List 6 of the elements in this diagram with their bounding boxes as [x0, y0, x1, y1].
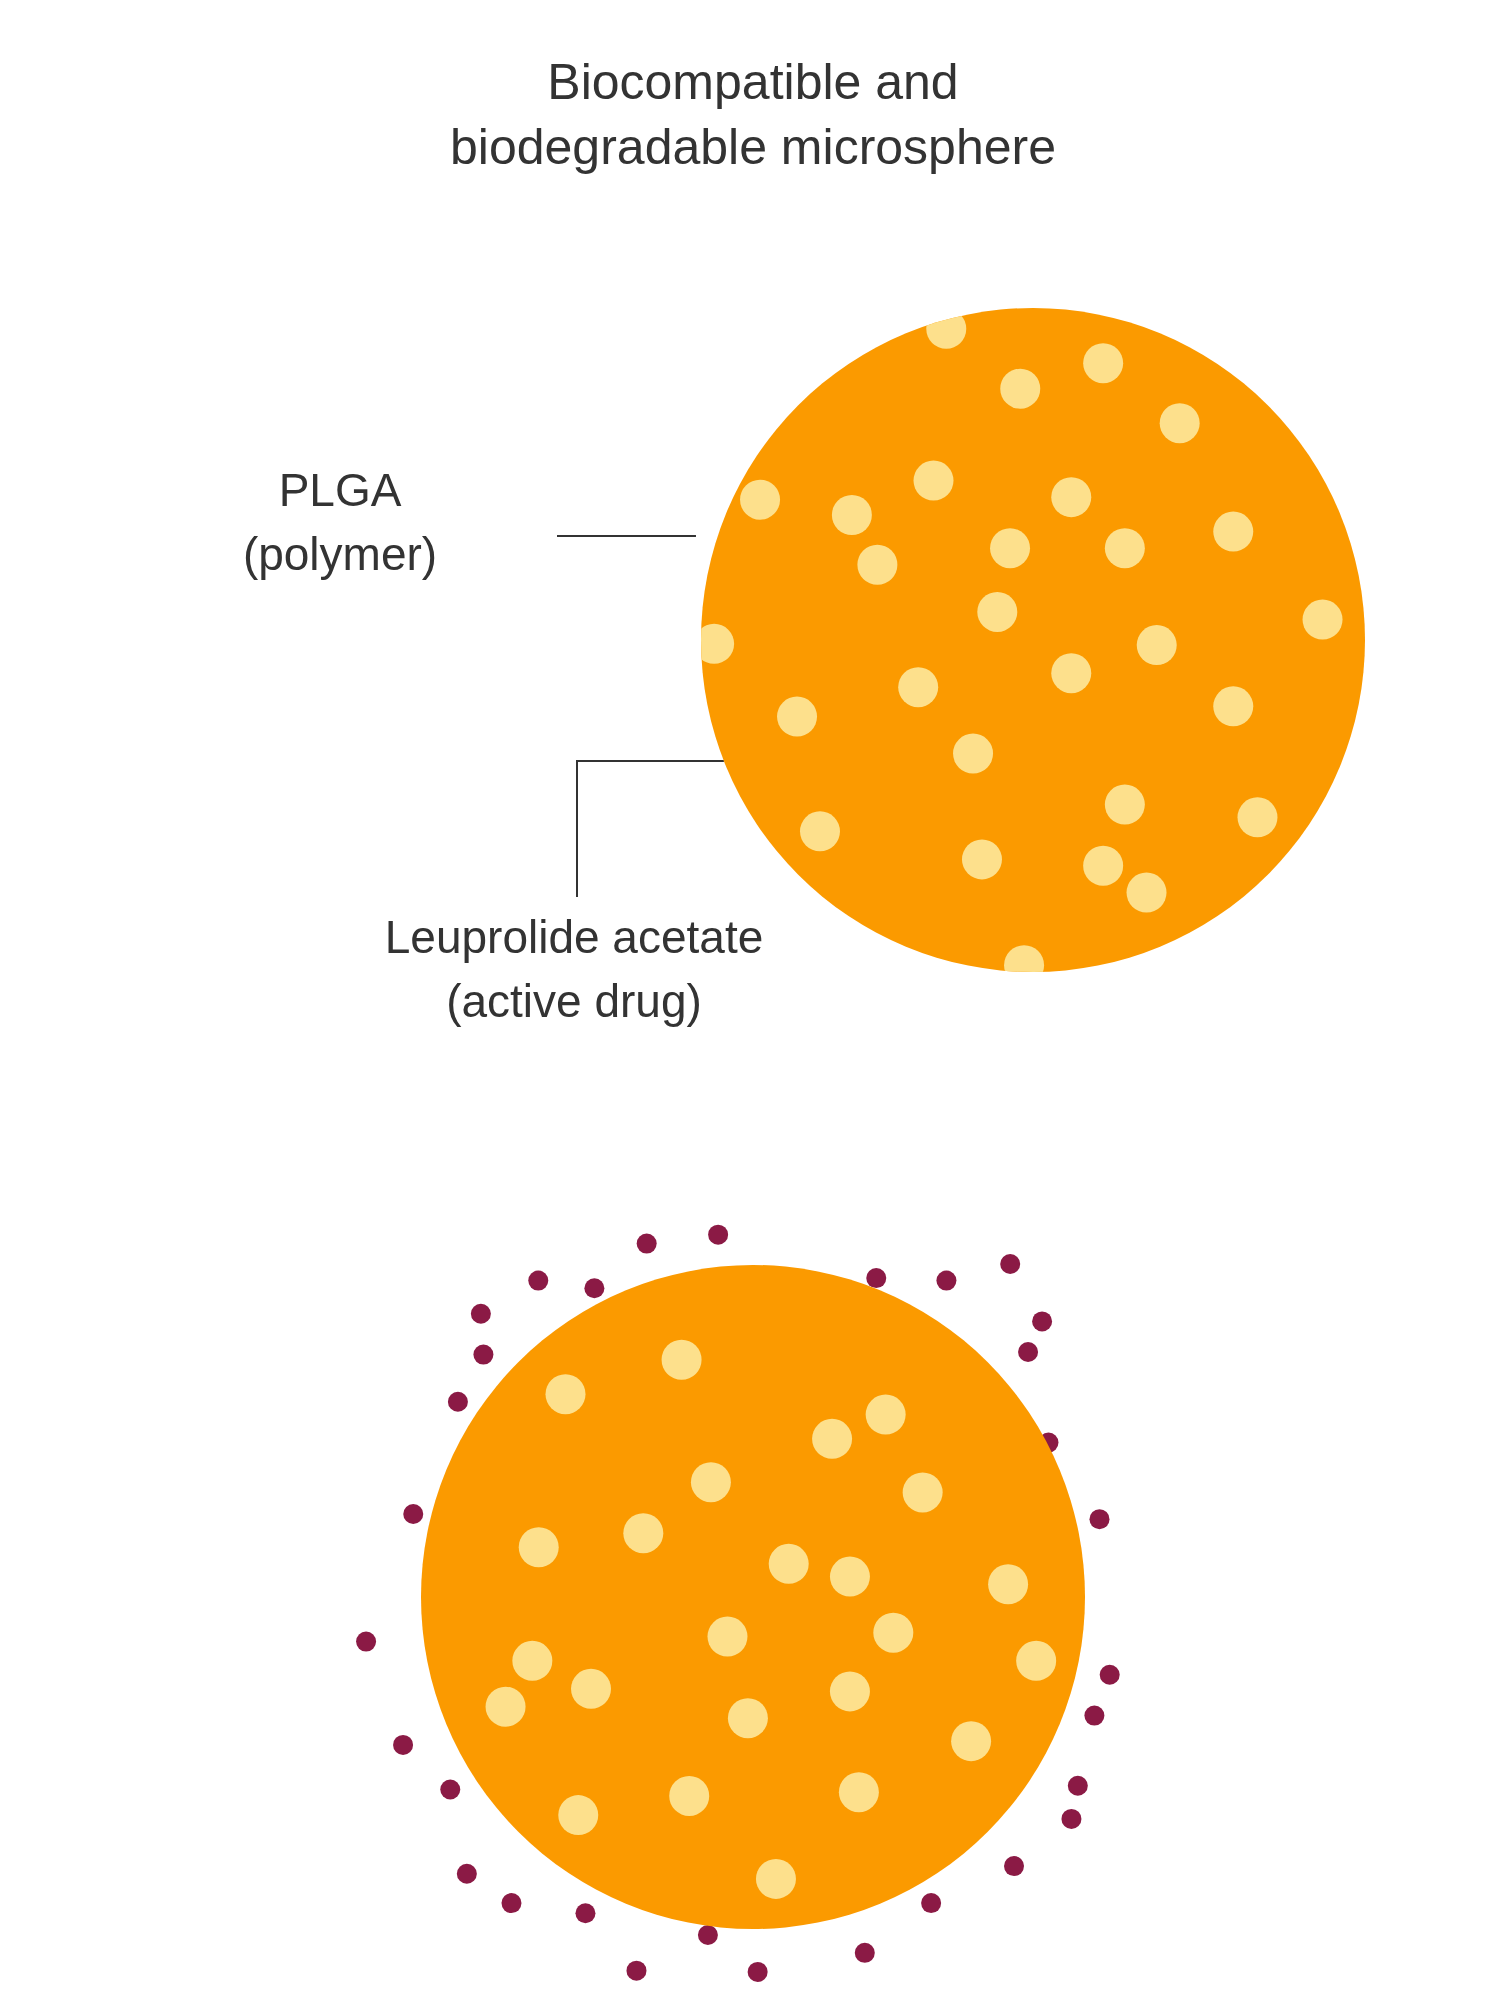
leader-line: [576, 760, 725, 898]
callout-label: Leuprolide acetate (active drug): [314, 905, 834, 1034]
microsphere-drawing: [420, 1264, 1085, 1929]
callout-label: PLGA (polymer): [200, 458, 480, 587]
leader-line: [556, 535, 697, 537]
diagram-title: Biocompatible and biodegradable microsphere: [449, 53, 1057, 177]
